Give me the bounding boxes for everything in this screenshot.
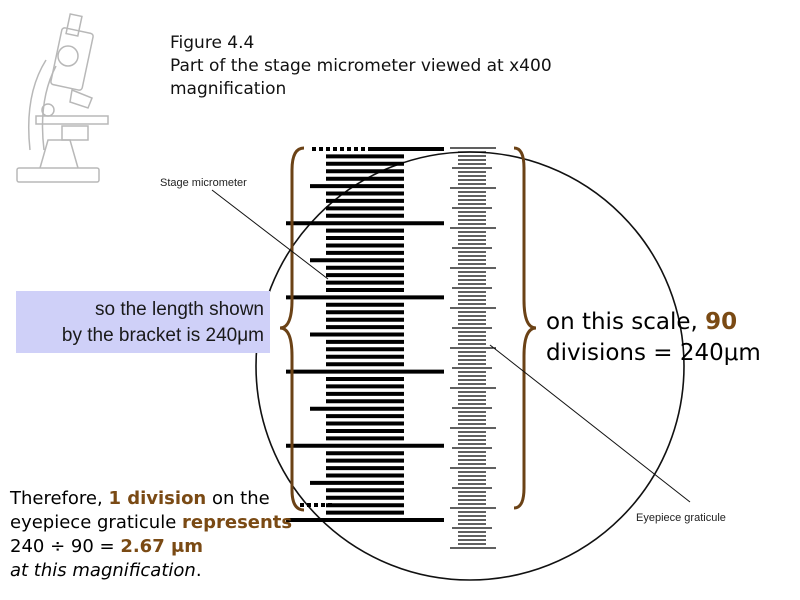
figure-caption-line-1: Part of the stage micrometer viewed at x… [170, 56, 552, 76]
eyepiece-graticule-pointer [489, 344, 691, 503]
figure-caption: Figure 4.4 Part of the stage micrometer … [170, 32, 552, 101]
stage-micrometer-scale [286, 147, 444, 522]
conclusion-period: . [195, 560, 202, 581]
conclusion-represents: represents [182, 512, 293, 533]
conclusion-one-division: 1 division [108, 488, 207, 509]
conclusion-eyepiece: eyepiece graticule [10, 512, 183, 533]
eyepiece-graticule-label: Eyepiece graticule [636, 512, 726, 524]
bracket-length-callout: so the length shown by the bracket is 24… [16, 291, 270, 353]
eyepiece-graticule-scale [450, 147, 496, 549]
stage-micrometer-label: Stage micrometer [160, 177, 247, 189]
divisions-callout: on this scale, 90 divisions = 240μm [546, 307, 761, 369]
right-bracket [513, 146, 537, 510]
divisions-prefix: on this scale, [546, 309, 706, 335]
divisions-count: 90 [705, 309, 738, 335]
stage-micrometer-pointer [211, 189, 329, 280]
conclusion-calculation: 240 ÷ 90 = [10, 536, 121, 557]
divisions-equals: divisions = 240μm [546, 340, 761, 366]
figure-caption-line-2: magnification [170, 79, 287, 99]
conclusion-on-the: on the [206, 488, 270, 509]
conclusion-result: 2.67 μm [120, 536, 203, 557]
bracket-length-line-2: by the bracket is 240μm [61, 325, 264, 346]
conclusion-therefore: Therefore, [10, 488, 109, 509]
conclusion-magnification: at this magnification [10, 560, 196, 581]
figure-number: Figure 4.4 [170, 33, 255, 53]
conclusion-text: Therefore, 1 division on the eyepiece gr… [10, 487, 292, 583]
left-bracket [279, 146, 305, 512]
microscope-icon [16, 13, 109, 183]
bracket-length-line-1: so the length shown [94, 299, 264, 320]
